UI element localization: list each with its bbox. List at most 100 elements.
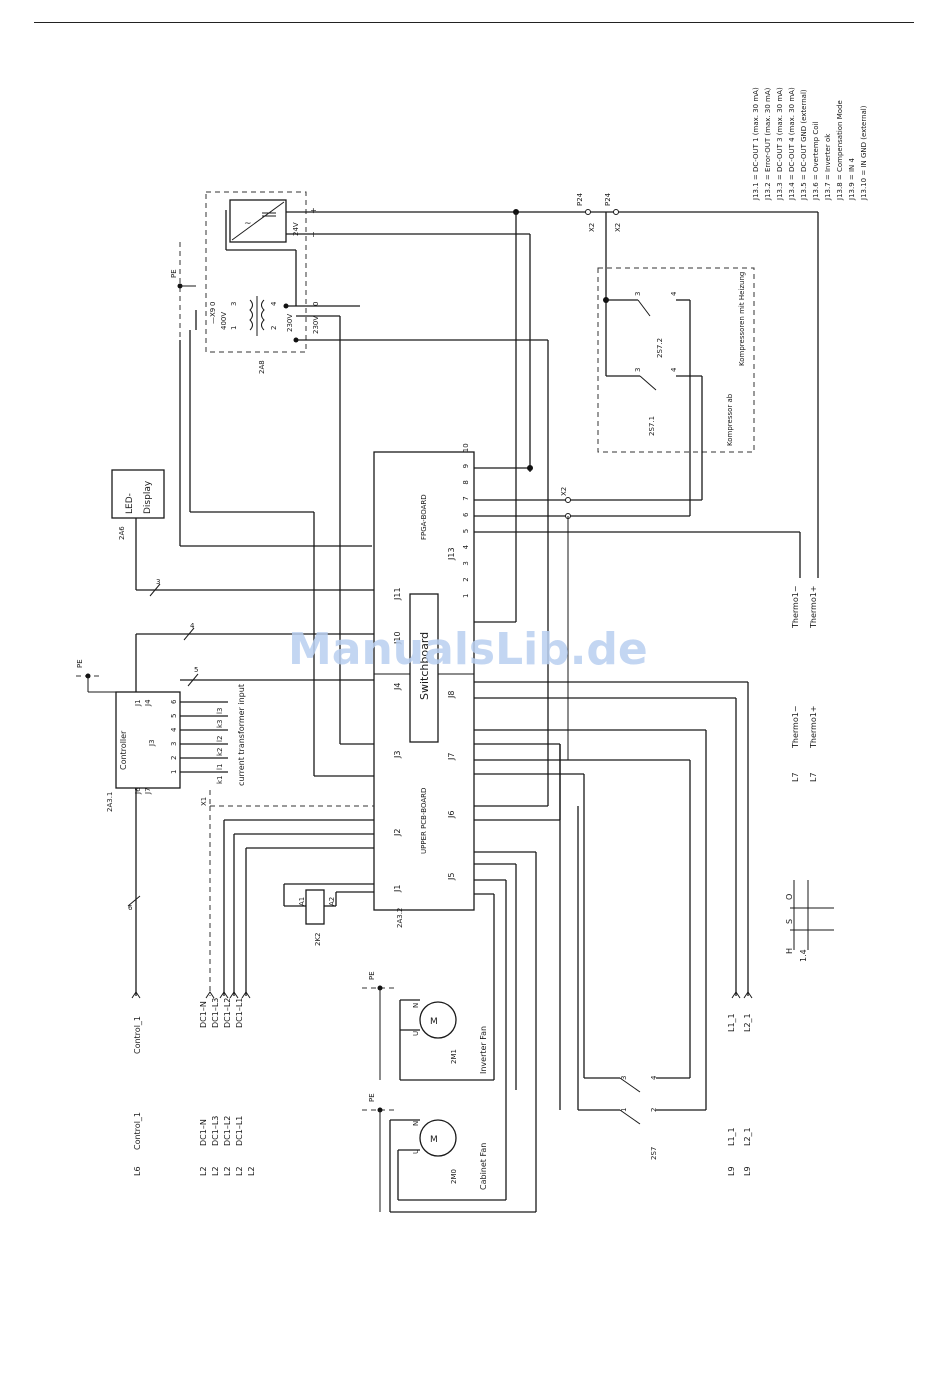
hso-h: H [785,948,794,954]
tf-4: 4 [270,301,278,306]
j8-label: J8 [447,691,456,699]
ct-input-k3: k3 [216,719,224,728]
wire-count-control: 6 [128,904,133,912]
inverter-fan: PE M U N 2M1 Inverter Fan [362,971,494,1081]
option-line2: Kompressoren mit Heizung [738,272,746,366]
j4-label: J4 [393,683,402,691]
dc-right-2: DC1–L2 [223,998,232,1028]
legend-line-6: J13.7 = Inverter ok [824,133,832,201]
fpga-pin-7: 7 [462,496,470,500]
legend-line-4: J13.5 = DC-OUT GND (external) [800,89,808,201]
hso-table: H S O 1.4 [785,880,834,962]
inverter-fan-u: U [412,1031,420,1036]
thermo-bot-minus: Thermo1− [791,705,800,749]
legend-line-7: J13.8 = Compensation Mode [836,100,844,201]
controller-pin-3: 3 [170,742,178,746]
legend-line-9: J13.10 = IN GND (external) [860,105,868,201]
controller-j6: J6 [134,787,142,795]
dc-right-1: DC1–L3 [211,998,220,1028]
legend-line-0: J13.1 = DC-OUT 1 (max. 30 mA) [752,87,760,201]
tf-400v: 400V [220,312,228,330]
hso-s: S [785,919,794,924]
p24-b: P24 [604,192,612,206]
l2-1-b: L2_1 [743,1013,752,1032]
signal-arrow [241,991,251,999]
led-ref: 2A6 [118,526,126,540]
cabinet-fan-u: U [412,1149,420,1154]
inverter-fan-name: Inverter Fan [479,1026,488,1074]
thermo-top-minus: Thermo1− [791,585,800,629]
dc-right-3: DC1–L1 [235,998,244,1028]
j13-legend: J13.1 = DC-OUT 1 (max. 30 mA) J13.2 = Err… [752,87,868,201]
x2-c: X2 [560,487,568,496]
ct-input-l1: l1 [216,764,224,770]
l9-b: L9 [743,1166,752,1176]
watermark: ManualsLib.de [288,624,648,675]
inverter-fan-m: M [430,1017,438,1027]
option-line1: Kompressor ab [726,393,734,446]
signal-arrow [205,991,215,999]
tf-0: 0 [209,302,217,306]
j11-label: J11 [393,587,402,601]
tf-230v-a: 230V [286,314,294,332]
legend-line-1: J13.2 = Error-OUT (max. 30 mA) [764,87,772,201]
controller-ref: 2A3.1 [106,792,114,812]
ct-input-l2: l2 [216,736,224,742]
cabinet-fan-ref: 2M0 [450,1169,458,1184]
ct-input-l3: l3 [216,708,224,714]
inverter-fan-motor [419,1001,457,1039]
hso-sheet: 1.4 [799,949,808,962]
transformer-enclosure [205,191,307,353]
fpga-j13: J13 [447,547,456,561]
primary-winding [249,299,253,331]
s71-pin3: 3 [634,368,642,372]
j7-label: J7 [447,753,456,761]
fpga-pin-2: 2 [462,577,470,581]
cabinet-fan-m: M [430,1135,438,1145]
signal-arrow [229,991,239,999]
controller-label: Controller [119,730,128,770]
tf-24v: 24V [292,222,300,236]
l2-label: L2 [235,1166,244,1176]
thermo-bot-plus: Thermo1+ [809,705,818,749]
control-label-a: Control_1 [133,1112,142,1150]
legend-line-2: J13.3 = DC-OUT 3 (max. 30 mA) [776,87,784,201]
upper-pcb-label: UPPER PCB-BOARD [420,788,428,854]
fpga-pin-10: 10 [462,443,470,452]
relay-ref: 2K2 [314,933,322,947]
thermostat-option-box [597,267,755,453]
j10-label: J10 [393,631,402,645]
cabinet-fan: PE M U N 2M0 Cabinet Fan [362,1093,536,1213]
j5-label: J5 [447,873,456,881]
l1-1-a: L1_1 [727,1127,736,1146]
s7-pin1: 1 [620,1108,628,1112]
controller-pin-2: 2 [170,756,178,760]
psu-ac-symbol: ~ [244,219,252,229]
wire-count-display: 3 [156,578,160,586]
wire-count-j10: 4 [190,622,195,630]
dc-right-0: DC1–N [199,1001,208,1028]
s7-pin3: 3 [620,1076,628,1080]
fpga-pin-1: 1 [462,594,470,598]
ct-input-caption: current transformer input [237,684,246,786]
s7-pin4: 4 [650,1075,658,1080]
fpga-pin-6: 6 [462,512,470,517]
relay-a2: A2 [328,897,336,906]
x2-b: X2 [614,223,622,232]
l2-1-a: L2_1 [743,1127,752,1146]
j1-label: J1 [393,885,402,893]
controller-j4: J4 [144,699,152,707]
legend-line-8: J13.9 = IN 4 [848,158,856,201]
cabinet-fan-name: Cabinet Fan [479,1143,488,1190]
j3-label: J3 [393,751,402,759]
l2-label: L2 [247,1166,256,1176]
legend-line-3: J13.4 = DC-OUT 4 (max. 30 mA) [788,87,796,201]
led-label2: Display [143,480,153,514]
l7-a: L7 [791,772,800,782]
controller-pin-6: 6 [170,699,178,704]
relay-coil [305,889,325,925]
controller-pin-5: 5 [170,714,178,718]
